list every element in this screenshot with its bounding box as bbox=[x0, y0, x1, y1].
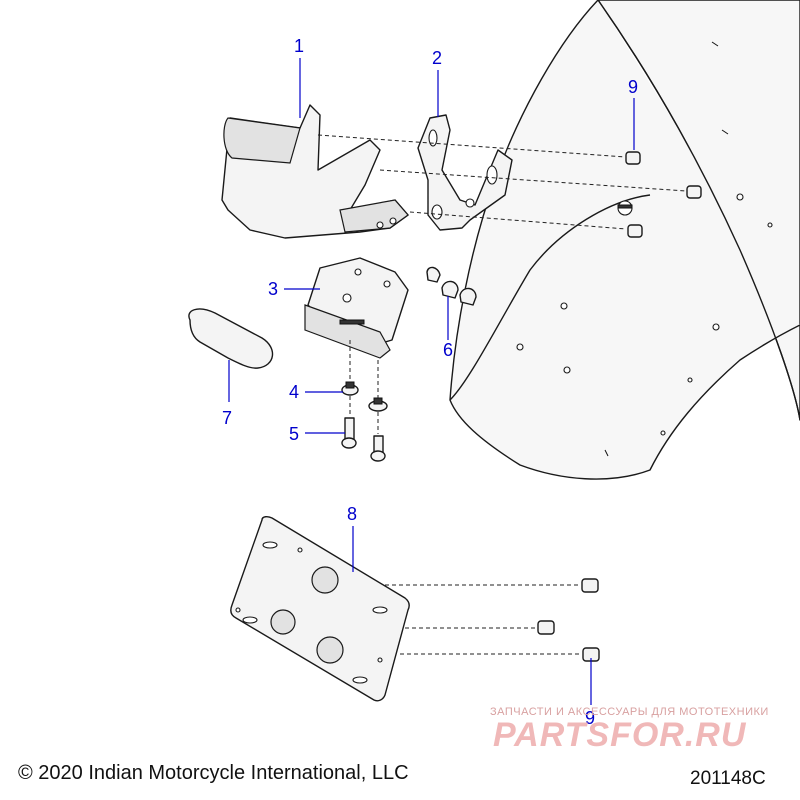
rear-fender bbox=[449, 0, 800, 480]
callout-3: 3 bbox=[268, 279, 278, 299]
part-6-clips bbox=[426, 266, 477, 306]
callout-1: 1 bbox=[294, 36, 304, 56]
callout-2: 2 bbox=[432, 48, 442, 68]
watermark-tagline: ЗАПЧАСТИ И АКСЕССУАРЫ ДЛЯ МОТОТЕХНИКИ bbox=[490, 706, 769, 718]
watermark-brand: PARTSFOR.RU bbox=[493, 716, 747, 754]
part-4-washers bbox=[341, 381, 388, 412]
callout-6: 6 bbox=[443, 340, 453, 360]
callout-9-top: 9 bbox=[628, 77, 638, 97]
assembly-lines bbox=[317, 134, 687, 655]
callout-9-bottom: 9 bbox=[585, 708, 595, 728]
callout-leaders bbox=[228, 58, 635, 705]
part-1-housing bbox=[221, 104, 409, 239]
callout-4: 4 bbox=[289, 382, 299, 402]
part-7-lens bbox=[188, 308, 274, 369]
callout-labels: 1 2 3 4 5 6 7 8 9 9 bbox=[222, 36, 638, 728]
part-2-bracket bbox=[417, 114, 513, 231]
copyright-text: © 2020 Indian Motorcycle International, … bbox=[18, 762, 409, 784]
callout-7: 7 bbox=[222, 408, 232, 428]
part-3-lamp-bracket bbox=[304, 257, 409, 359]
callout-5: 5 bbox=[289, 424, 299, 444]
part-5-screws bbox=[341, 417, 386, 462]
callout-8: 8 bbox=[347, 504, 357, 524]
part-9-nuts bbox=[537, 151, 702, 662]
part-8-plate-bracket bbox=[230, 515, 410, 702]
drawing-number: 201148C bbox=[690, 768, 766, 789]
